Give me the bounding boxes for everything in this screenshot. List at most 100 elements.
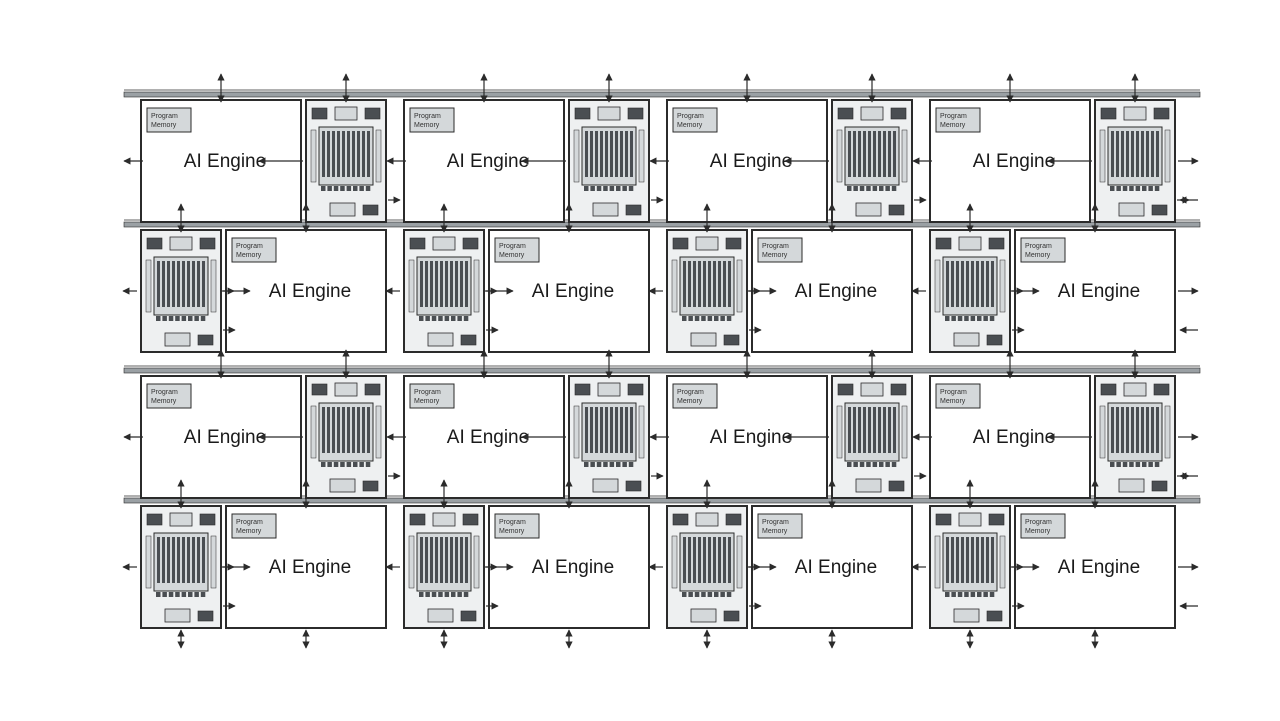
memory-cell [628, 462, 634, 467]
ai-engine-label: AI Engine [973, 427, 1055, 448]
memory-interface-block [695, 512, 719, 527]
memory-bank-stripe [445, 261, 448, 307]
memory-port-block [1151, 480, 1168, 492]
memory-bank-stripe [1146, 131, 1149, 177]
memory-cell [365, 186, 371, 191]
memory-lock-block [855, 478, 882, 493]
memory-side-bar [836, 129, 843, 183]
memory-lock-block [1118, 478, 1145, 493]
memory-bank-stripe [718, 261, 721, 307]
memory-interface-block [334, 106, 358, 121]
program-memory-box [146, 107, 192, 133]
memory-bank-stripe [460, 537, 463, 583]
program-memory-label-line1: Program [414, 389, 441, 396]
program-memory-label-line2: Memory [151, 398, 177, 405]
memory-interface-block [597, 382, 621, 397]
memory-side-bar [210, 259, 217, 313]
memory-cell [603, 186, 608, 191]
ai-engine-label: AI Engine [1058, 281, 1140, 302]
memory-lock-block [690, 608, 717, 623]
memory-cell [616, 462, 621, 467]
memory-bank-stripe [1121, 407, 1124, 453]
memory-cell [885, 186, 890, 191]
memory-bank-stripe [1116, 131, 1119, 177]
program-memory-label-line1: Program [151, 113, 178, 120]
memory-cell [321, 462, 326, 467]
memory-port-block [197, 610, 214, 622]
memory-cell [970, 316, 976, 321]
memory-cell [853, 462, 858, 467]
memory-lock-block [329, 202, 356, 217]
memory-port-block [988, 237, 1005, 250]
memory-bank-stripe [630, 407, 633, 453]
memory-port-block [409, 513, 426, 526]
memory-bank-stripe [620, 407, 623, 453]
memory-port-block [723, 610, 740, 622]
program-memory-label-line2: Memory [1025, 252, 1051, 259]
memory-interface-block [1123, 106, 1147, 121]
memory-cell [622, 186, 627, 191]
memory-bank-stripe [322, 407, 325, 453]
memory-bank-stripe [888, 131, 891, 177]
memory-cell [194, 316, 199, 321]
memory-bank-stripe [197, 537, 200, 583]
memory-cell [188, 316, 193, 321]
data-memory-tile [140, 229, 222, 353]
memory-cell [945, 316, 950, 321]
memory-bank-stripe [465, 537, 468, 583]
memory-side-bar [473, 535, 480, 589]
memory-cell [353, 462, 358, 467]
memory-bank-stripe [440, 537, 443, 583]
memory-port-block [364, 383, 381, 396]
program-memory-label-line1: Program [940, 389, 967, 396]
program-memory-label-line2: Memory [762, 252, 788, 259]
memory-side-bar [1164, 405, 1171, 459]
memory-bank-stripe [723, 261, 726, 307]
memory-bank-stripe [1156, 131, 1159, 177]
memory-lock-block [427, 332, 454, 347]
memory-cell [353, 186, 358, 191]
memory-interface-block [597, 106, 621, 121]
memory-cell [726, 316, 732, 321]
memory-bank-stripe [625, 407, 628, 453]
memory-bank-stripe [1136, 131, 1139, 177]
memory-bank-stripe [956, 537, 959, 583]
memory-bank-stripe [868, 407, 871, 453]
memory-lock-block [855, 202, 882, 217]
memory-port-block [364, 107, 381, 120]
program-memory-box [409, 107, 455, 133]
program-memory-label-line2: Memory [1025, 528, 1051, 535]
memory-cell [847, 186, 852, 191]
memory-port-block [362, 480, 379, 492]
memory-lock-block [164, 332, 191, 347]
memory-port-block [725, 513, 742, 526]
memory-cell [879, 462, 884, 467]
memory-port-block [672, 237, 689, 250]
memory-port-block [986, 610, 1003, 622]
memory-interface-block [334, 382, 358, 397]
memory-cell [200, 316, 206, 321]
memory-cell [707, 592, 713, 597]
memory-port-block [460, 334, 477, 346]
memory-bank-stripe [888, 407, 891, 453]
memory-bank-stripe [460, 261, 463, 307]
memory-bank-stripe [605, 131, 608, 177]
program-memory-box [935, 107, 981, 133]
data-memory-tile [1094, 99, 1176, 223]
memory-cell [714, 592, 719, 597]
memory-port-block [146, 237, 163, 250]
memory-port-block [460, 610, 477, 622]
memory-cell [957, 592, 963, 597]
data-memory-tile [568, 99, 650, 223]
memory-cell [156, 592, 161, 597]
memory-bank-stripe [688, 537, 691, 583]
ai-engine-label: AI Engine [269, 557, 351, 578]
memory-bank-stripe [177, 261, 180, 307]
